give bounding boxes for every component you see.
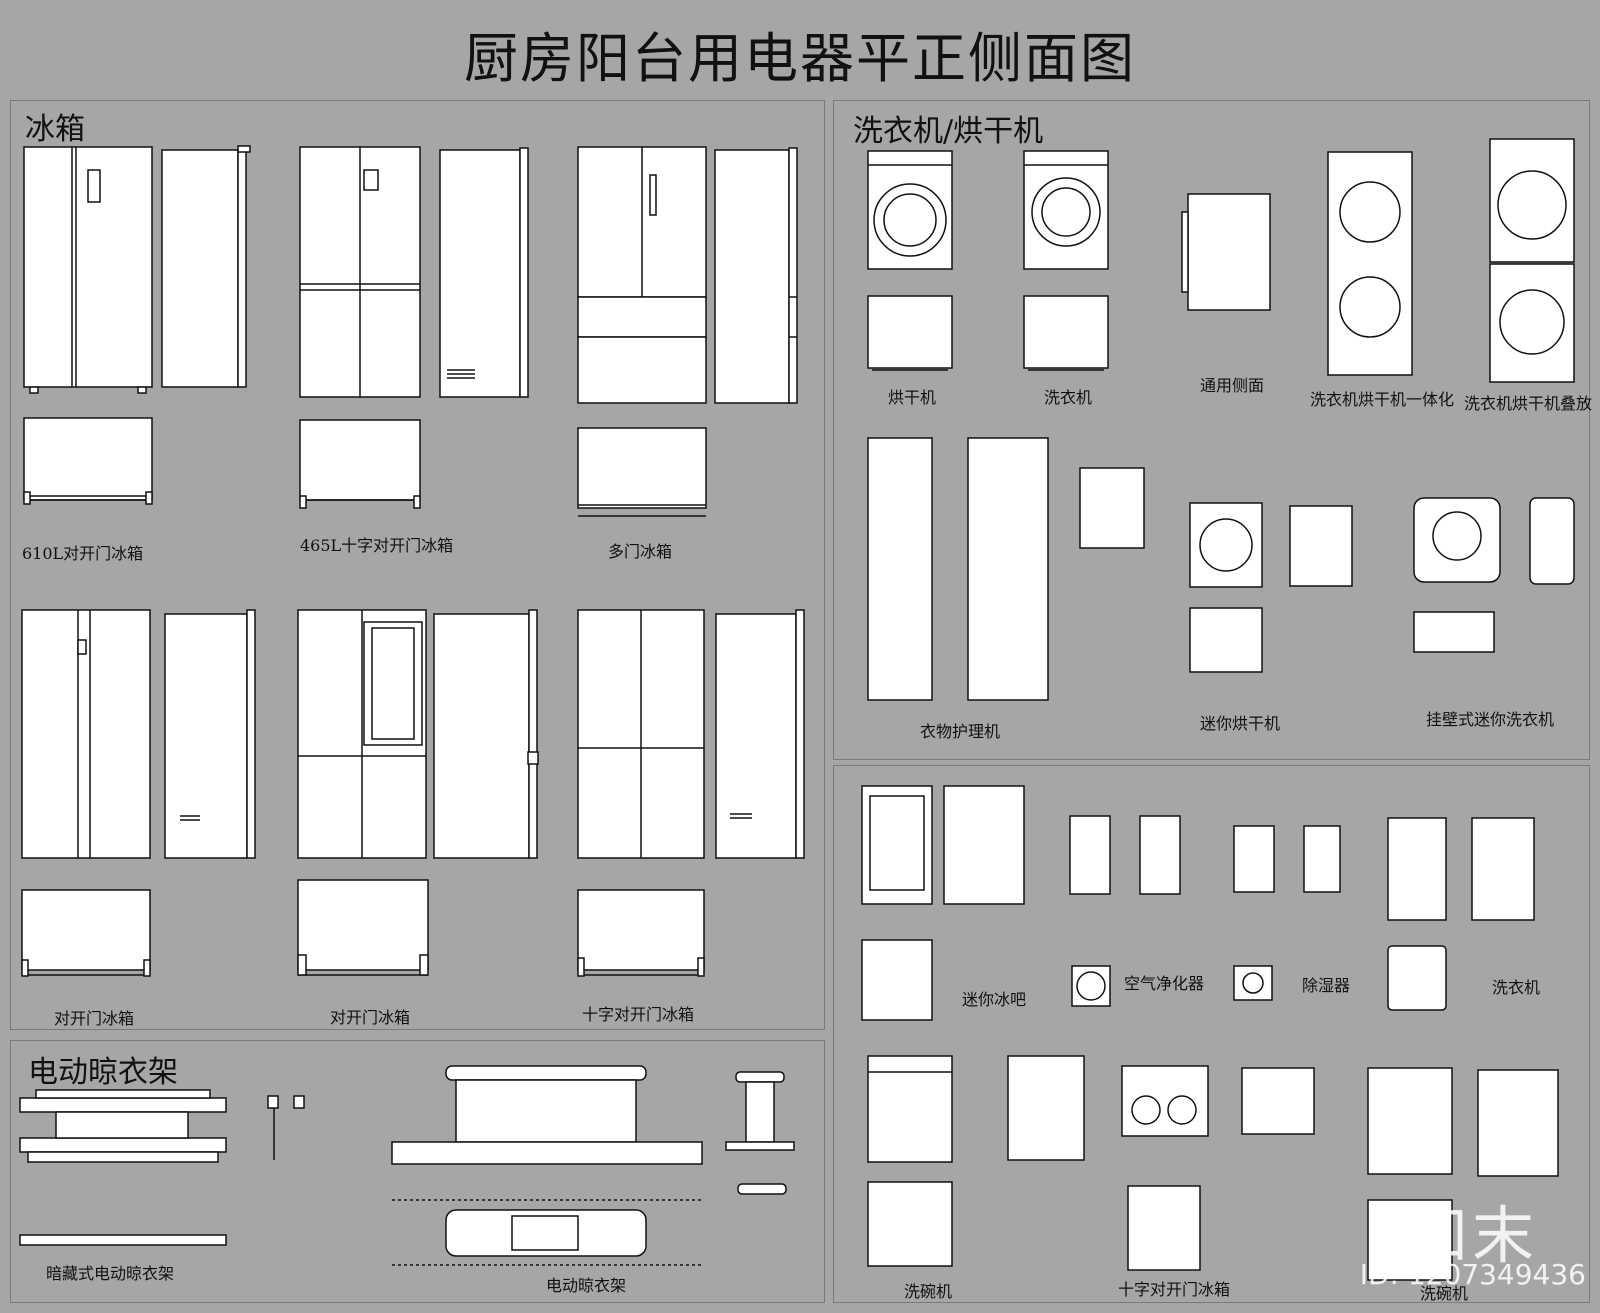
fridge-double1-plan (21, 889, 151, 977)
fridge-multi-front (577, 146, 707, 404)
washer-small (1387, 817, 1535, 1011)
hidden-rack (19, 1089, 227, 1246)
fridge-panel (10, 100, 825, 1030)
small-appliance-panel (833, 765, 1590, 1303)
fridge-465-side (439, 147, 529, 398)
label-mini-dryer: 迷你烘干机 (1200, 714, 1281, 733)
fridge-multi-side (714, 147, 798, 404)
fridge-cross-side (715, 609, 805, 859)
dryer-plan (867, 295, 953, 371)
wall-washer (1413, 497, 1575, 653)
label-electric-rack: 电动晾衣架 (546, 1276, 627, 1295)
fridge-double1-side (164, 609, 256, 859)
label-cross-fridge2: 十字对开门冰箱 (1118, 1280, 1231, 1299)
fridge-465-plan (299, 419, 421, 509)
label-side-view: 通用侧面 (1200, 376, 1265, 395)
dehumidifier (1233, 825, 1341, 1001)
electric-rack (391, 1065, 703, 1266)
fridge-multi-plan (577, 427, 707, 517)
label-fridge-465: 465L十字对开门冰箱 (300, 536, 454, 555)
dishwasher (867, 1055, 1085, 1267)
label-washer2: 洗衣机 (1492, 978, 1541, 997)
rack-motor (725, 1071, 795, 1195)
stacked-front (1489, 138, 1575, 383)
watermark-id: ID: 1207349436 (1359, 1258, 1586, 1291)
fridge-465-front (299, 146, 421, 398)
washer-panel (833, 100, 1590, 760)
mini-bar (861, 785, 1025, 1021)
fridge-double2-front (297, 609, 427, 859)
label-fridge-double1: 对开门冰箱 (54, 1009, 135, 1028)
label-combo: 洗衣机烘干机一体化 (1310, 390, 1455, 409)
fridge-double1-front (21, 609, 151, 859)
oven (1121, 1065, 1315, 1271)
label-dryer: 烘干机 (888, 388, 937, 407)
label-clothes-care: 衣物护理机 (920, 722, 1001, 741)
fridge-section-heading: 冰箱 (25, 112, 85, 147)
fridge-610-plan (23, 417, 153, 505)
page-title: 厨房阳台用电器平正侧面图 (464, 27, 1136, 90)
fridge-double2-side (433, 609, 539, 859)
label-fridge-610: 610L对开门冰箱 (22, 544, 144, 563)
label-dehumidifier: 除湿器 (1302, 976, 1351, 995)
fridge-610-front (23, 146, 153, 394)
label-mini-bar: 迷你冰吧 (962, 990, 1027, 1009)
label-hidden-rack: 暗藏式电动晾衣架 (46, 1264, 175, 1283)
label-wall-washer: 挂壁式迷你洗衣机 (1426, 710, 1555, 729)
washer-front (1023, 150, 1109, 270)
fridge-610-side (161, 145, 251, 388)
rack-fixtures (267, 1095, 305, 1160)
fridge-double2-plan (297, 879, 429, 976)
fridge-cross-front (577, 609, 705, 859)
washer-plan (1023, 295, 1109, 371)
label-air-purifier: 空气净化器 (1124, 974, 1205, 993)
label-fridge-multi: 多门冰箱 (608, 542, 673, 561)
rack-panel (10, 1040, 825, 1303)
fridge-cross-plan (577, 889, 705, 977)
generic-side (1181, 193, 1271, 311)
mini-dryer (1189, 502, 1353, 673)
clothes-care (867, 437, 1145, 701)
dryer-front (867, 150, 953, 270)
label-dishwasher2: 洗碗机 (1420, 1284, 1469, 1303)
label-fridge-double2: 对开门冰箱 (330, 1008, 411, 1027)
watermark-brand: 知末 (1405, 1199, 1538, 1272)
air-purifier (1069, 815, 1181, 1007)
label-washer: 洗衣机 (1044, 388, 1093, 407)
label-stacked: 洗衣机烘干机叠放 (1464, 394, 1593, 413)
dishwasher2 (1367, 1067, 1559, 1281)
label-dishwasher: 洗碗机 (904, 1282, 953, 1301)
label-fridge-cross: 十字对开门冰箱 (582, 1005, 695, 1024)
combo-front (1327, 151, 1413, 376)
rack-section-heading: 电动晾衣架 (28, 1055, 178, 1090)
washer-section-heading: 洗衣机/烘干机 (853, 114, 1044, 149)
